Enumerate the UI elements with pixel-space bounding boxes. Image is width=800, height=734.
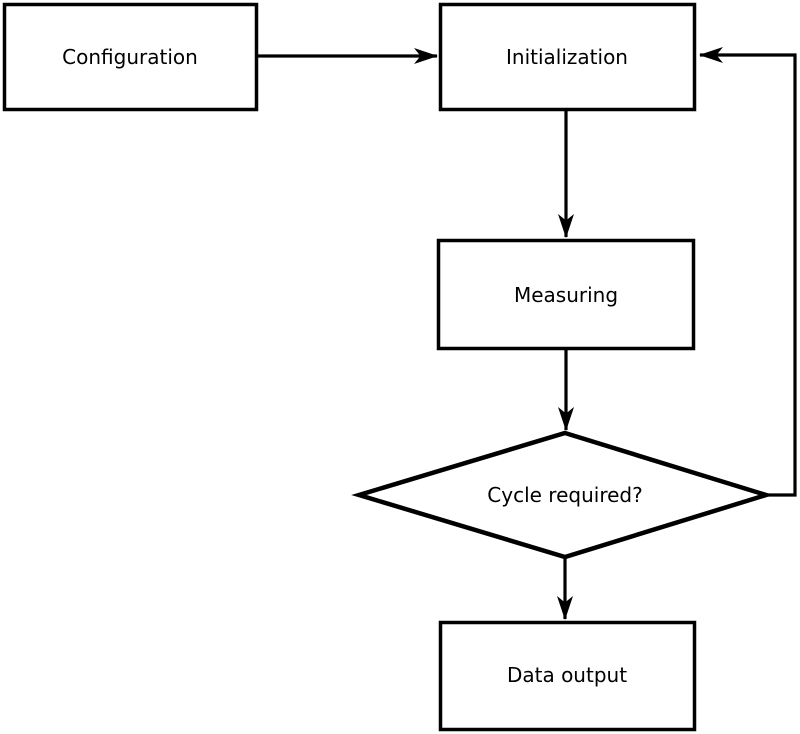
measuring-label: Measuring [514, 283, 618, 307]
node-cycle-required: Cycle required? [351, 430, 774, 560]
initialization-box [438, 2, 697, 112]
configuration-label: Configuration [62, 45, 198, 69]
configuration-box [2, 2, 259, 112]
node-data-output: Data output [438, 620, 697, 732]
cycle-required-diamond [351, 430, 774, 560]
data-output-label: Data output [507, 663, 627, 687]
node-measuring: Measuring [436, 238, 696, 351]
node-configuration: Configuration [2, 2, 259, 112]
cycle-required-label: Cycle required? [487, 483, 642, 507]
initialization-label: Initialization [506, 45, 628, 69]
node-initialization: Initialization [438, 2, 697, 112]
data-output-box [438, 620, 697, 732]
measuring-box [436, 238, 696, 351]
edge-cycle-required-loop-to-initialization [699, 47, 797, 497]
